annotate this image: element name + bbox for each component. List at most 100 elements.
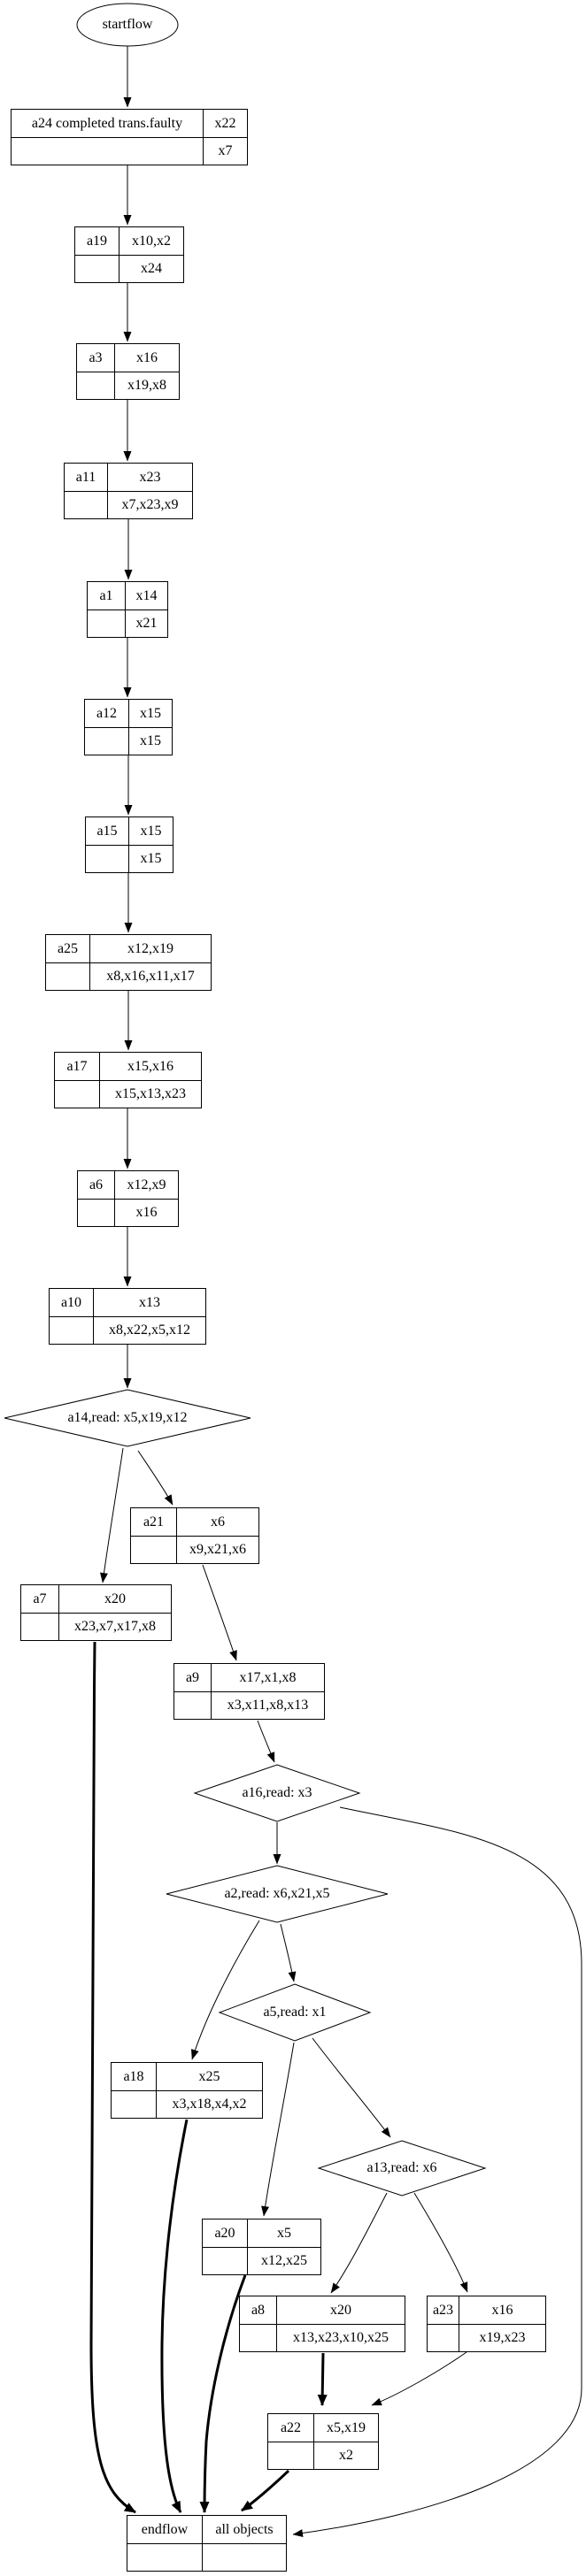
node-a22-blank (268, 2442, 313, 2469)
node-a20-produce: x5 (247, 2220, 320, 2247)
node-a15-name: a15 (96, 823, 118, 839)
node-a12-produce: x15 (128, 700, 172, 727)
node-a8-produce: x20 (276, 2296, 405, 2324)
node-a17-blank (55, 1080, 99, 1108)
node-a15-produce: x15 (128, 817, 173, 845)
node-a10-consume: x8,x22,x5,x12 (93, 1316, 205, 1344)
node-a23-name: a23 (432, 2302, 454, 2318)
node-a21-produce: x6 (176, 1508, 258, 1536)
edge-a21-a9 (202, 1564, 237, 1661)
edge-a16-endflow (292, 1806, 582, 2538)
node-a22-name: a22 (280, 2419, 302, 2435)
node-a12: a12 x15 x15 (84, 699, 173, 755)
edge-a8-a22 (317, 2352, 328, 2406)
node-a23: a23 x16 x19,x23 (427, 2296, 546, 2352)
node-a1-blank (88, 610, 125, 637)
diamond-a13 (317, 2140, 487, 2196)
node-a17-consume: x15,x13,x23 (99, 1080, 201, 1108)
node-a17-name: a17 (66, 1058, 88, 1074)
node-a17-produce: x15,x16 (99, 1053, 201, 1080)
node-a7-produce: x20 (58, 1585, 171, 1613)
node-a19-blank (75, 255, 119, 282)
edge-a9-a16 (257, 1720, 275, 1763)
node-a6: a6 x12,x9 x16 (77, 1170, 179, 1227)
node-a3-produce: x16 (114, 344, 179, 372)
node-a12-blank (85, 727, 128, 755)
node-a19-consume: x24 (119, 255, 183, 282)
node-a20: a20 x5 x12,x25 (202, 2219, 321, 2275)
edge-a13-a23 (413, 2192, 468, 2293)
node-a3-name: a3 (89, 349, 103, 365)
node-a20-name: a20 (214, 2225, 235, 2241)
node-a7-blank (21, 1613, 58, 1640)
node-a25-name: a25 (57, 940, 79, 956)
node-a19-produce: x10,x2 (119, 227, 183, 255)
node-a18-produce: x25 (156, 2063, 262, 2090)
startflow-ellipse (76, 3, 179, 47)
edge-a14-a21 (137, 1450, 173, 1506)
node-a6-produce: x12,x9 (114, 1171, 178, 1199)
node-a8-consume: x13,x23,x10,x25 (276, 2324, 405, 2351)
node-a8-blank (240, 2324, 276, 2351)
node-a12-name: a12 (96, 705, 118, 721)
node-a6-consume: x16 (114, 1199, 178, 1226)
node-a10: a10 x13 x8,x22,x5,x12 (49, 1288, 206, 1345)
node-a24-consume: x7 (203, 137, 247, 165)
edge-a5-a20 (261, 2042, 295, 2217)
node-a24-blank (12, 137, 203, 165)
node-a1-consume: x21 (125, 610, 167, 637)
node-a24: a24 completed trans.faulty x22 x7 (11, 109, 248, 165)
node-a21-consume: x9,x21,x6 (176, 1536, 258, 1563)
node-a20-consume: x12,x25 (247, 2247, 320, 2274)
edge-a13-a8 (330, 2192, 388, 2294)
node-a11-consume: x7,x23,x9 (107, 491, 192, 518)
node-a9-name: a9 (185, 1669, 200, 1685)
node-a7-consume: x23,x7,x17,x8 (58, 1613, 171, 1640)
node-endflow: endflow all objects (127, 2515, 287, 2572)
node-a21: a21 x6 x9,x21,x6 (130, 1507, 259, 1564)
node-a7-name: a7 (33, 1591, 47, 1606)
node-a6-name: a6 (89, 1177, 104, 1192)
node-a18: a18 x25 x3,x18,x4,x2 (111, 2062, 263, 2119)
node-a7: a7 x20 x23,x7,x17,x8 (20, 1584, 172, 1641)
node-a24-name: a24 completed trans.faulty (31, 115, 183, 131)
diamond-a5 (218, 1983, 372, 2042)
node-a23-produce: x16 (459, 2296, 545, 2324)
node-a1: a1 x14 x21 (87, 581, 168, 638)
node-a12-consume: x15 (128, 727, 172, 755)
node-a6-blank (78, 1199, 114, 1226)
node-endflow-produce: all objects (202, 2516, 286, 2543)
diamond-a14 (4, 1389, 251, 1447)
node-a11-produce: x23 (107, 464, 192, 491)
edge-a2-a5 (280, 1923, 297, 1982)
edge-a22-endflow (241, 2469, 290, 2512)
node-a19-name: a19 (86, 233, 108, 249)
node-a15: a15 x15 x15 (85, 816, 173, 873)
node-a10-blank (50, 1316, 93, 1344)
node-a8: a8 x20 x13,x23,x10,x25 (239, 2296, 405, 2352)
node-a11-blank (65, 491, 107, 518)
node-endflow-consume (202, 2543, 286, 2571)
node-a1-name: a1 (99, 587, 113, 603)
node-a18-blank (112, 2090, 156, 2118)
node-a18-consume: x3,x18,x4,x2 (156, 2090, 262, 2118)
edge-a23-a22 (371, 2351, 467, 2406)
node-a22-produce: x5,x19 (313, 2414, 378, 2442)
node-a20-blank (203, 2247, 247, 2274)
node-a3-consume: x19,x8 (114, 372, 179, 399)
diamond-a2 (166, 1865, 389, 1923)
node-a1-produce: x14 (125, 582, 167, 610)
node-a22: a22 x5,x19 x2 (267, 2413, 379, 2470)
node-a23-blank (428, 2324, 459, 2351)
node-a15-consume: x15 (128, 845, 173, 872)
node-a25: a25 x12,x19 x8,x16,x11,x17 (45, 934, 212, 991)
node-endflow-blank (127, 2543, 202, 2571)
node-a18-name: a18 (123, 2068, 144, 2084)
node-endflow-name: endflow (141, 2521, 189, 2537)
node-a9-blank (174, 1691, 211, 1719)
node-a23-consume: x19,x23 (459, 2324, 545, 2351)
node-a11: a11 x23 x7,x23,x9 (64, 463, 193, 519)
node-a11-name: a11 (75, 469, 96, 485)
